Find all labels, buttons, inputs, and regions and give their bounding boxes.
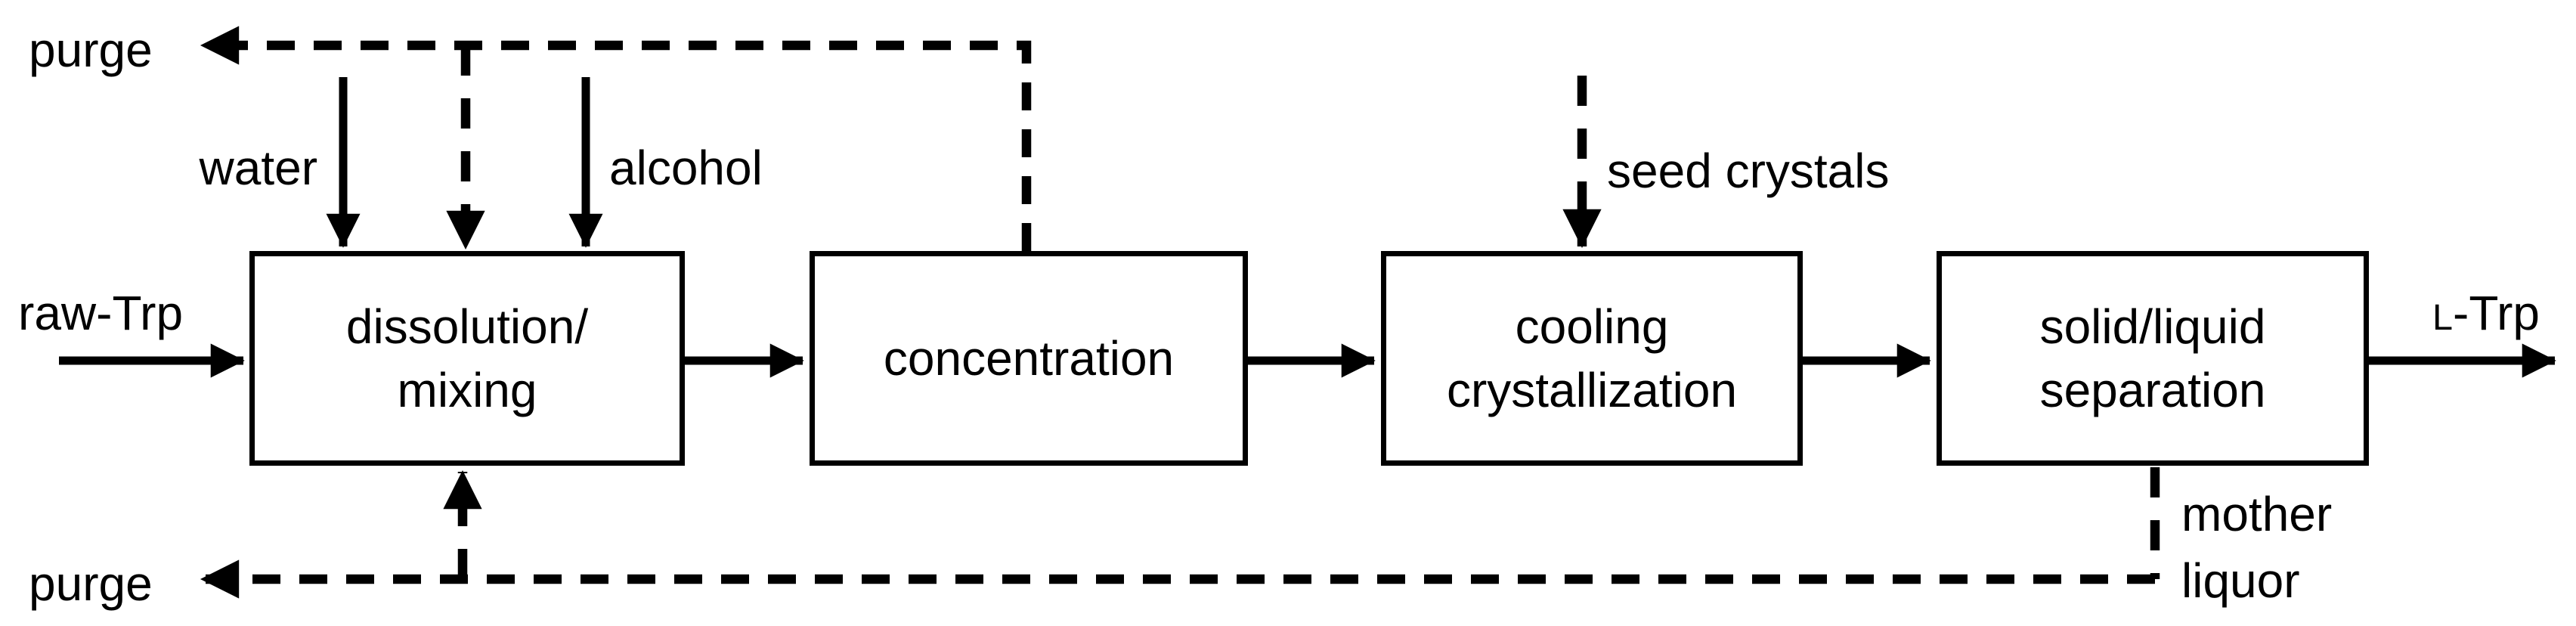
process-box-label: solid/liquid separation [2039, 299, 2266, 417]
mother-liquor-label: mother liquor [2181, 487, 2333, 608]
process-box-label: dissolution/ mixing [345, 299, 589, 417]
purge-label-bottom: purge [29, 556, 153, 611]
process-box-label: cooling crystallization [1446, 299, 1738, 417]
water-label: water [199, 141, 318, 195]
l-trp-small-cap: L [2432, 297, 2454, 338]
top-recycle-dashed-arrow [200, 26, 1032, 251]
process-box-dissolution-mixing: dissolution/ mixing [249, 251, 685, 466]
l-trp-label: L-Trp [2432, 280, 2540, 351]
l-trp-rest: -Trp [2453, 286, 2540, 340]
process-box-cooling-crystallization: cooling crystallization [1381, 251, 1803, 466]
purge-label-top: purge [29, 23, 153, 77]
process-box-label: concentration [883, 331, 1175, 386]
raw-trp-label: raw-Trp [18, 286, 184, 340]
process-box-solid-liquid-separation: solid/liquid separation [1937, 251, 2369, 466]
alcohol-label: alcohol [609, 141, 763, 195]
seed-crystals-label: seed crystals [1607, 144, 1890, 198]
process-box-concentration: concentration [810, 251, 1248, 466]
